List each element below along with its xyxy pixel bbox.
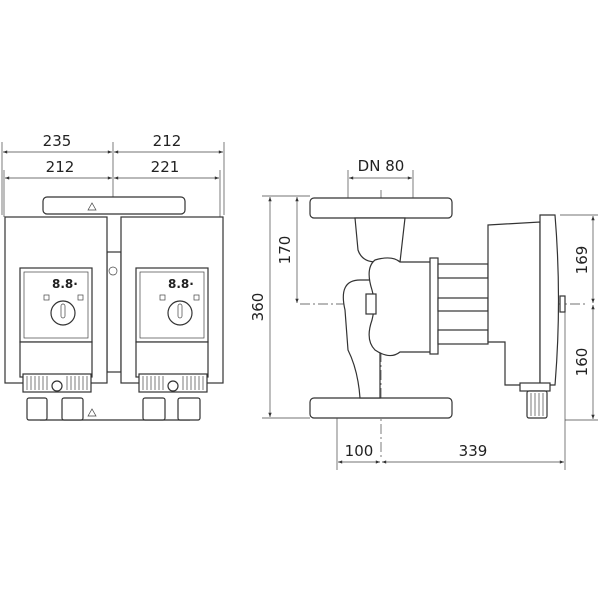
led-icon [43,294,50,301]
pump-flange-top [42,196,186,215]
front-view: 235 212 212 221 8.8· 8.8· [1,132,225,421]
led-icon [193,294,200,301]
pump-neck-top [354,217,406,263]
led-icon [159,294,166,301]
dim-100: 100 [345,442,374,460]
motor-housing [487,221,541,386]
dim-235: 235 [43,132,72,150]
cable-gland [526,390,548,419]
motor-rod [437,263,489,279]
dim-160: 160 [573,348,591,377]
flange-bottom [309,397,453,419]
led-icon [77,294,84,301]
motor-left: 8.8· [4,216,108,421]
motor-shaft [437,297,489,312]
motor-right: 8.8· [120,216,224,421]
side-dimension-lines [262,170,598,470]
pump-housing [368,257,433,357]
cable-gland [142,397,166,421]
dim-dn80: DN 80 [358,157,405,175]
cable-gland [177,397,201,421]
dim-221: 221 [151,158,180,176]
motor-flange [429,257,439,355]
dim-360: 360 [249,293,267,322]
side-view: DN 80 360 170 169 160 100 339 [249,157,598,470]
cable-gland [26,397,48,421]
cable-gland [61,397,84,421]
dim-339: 339 [459,442,488,460]
display-left: 8.8· [52,277,78,291]
dim-212: 212 [46,158,75,176]
front-dimension-lines [1,142,225,217]
motor-cover [539,214,560,386]
display-right: 8.8· [168,277,194,291]
dim-170: 170 [276,236,294,265]
dim-169: 169 [573,246,591,275]
dim-212-top: 212 [153,132,182,150]
motor-rod [437,329,489,345]
flange-top [309,197,453,219]
control-knob-left[interactable] [50,300,76,326]
control-knob-right[interactable] [167,300,193,326]
